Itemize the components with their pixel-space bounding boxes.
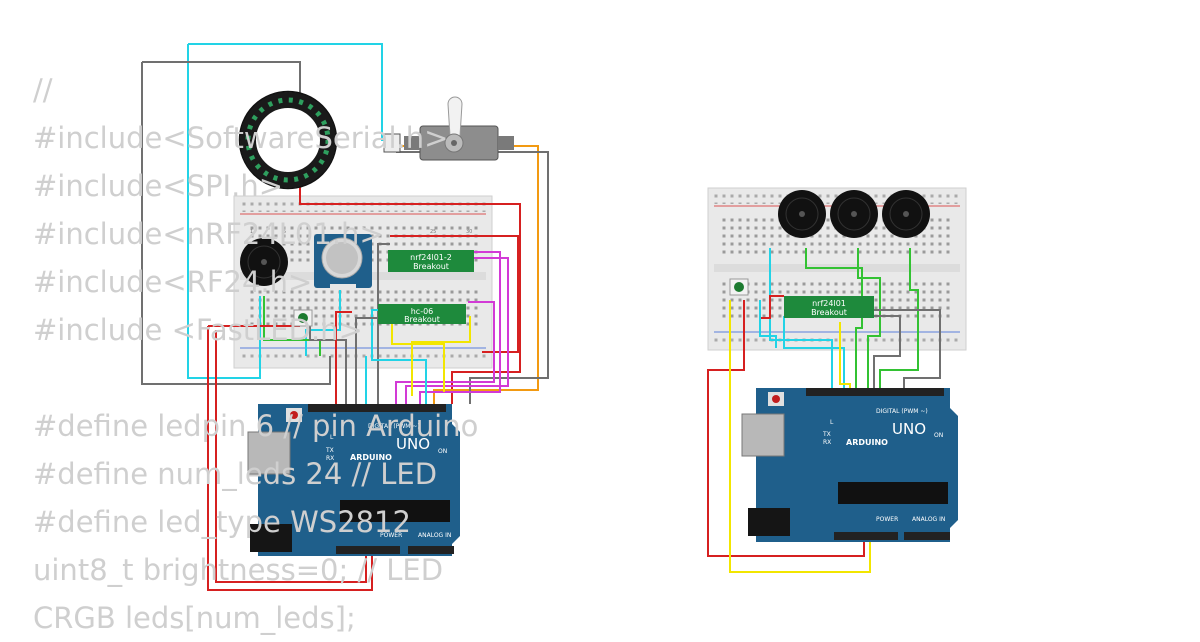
left-circuit: 1 5 25 30 bbox=[141, 43, 549, 591]
wire-yellow-2 bbox=[411, 316, 471, 396]
wire-cyan-r3 bbox=[759, 300, 777, 348]
nrf24l01-2-label-2: Breakout bbox=[413, 262, 449, 271]
wire-gray-r1 bbox=[872, 309, 941, 396]
power-label: POWER bbox=[380, 532, 402, 539]
rx-label: RX bbox=[326, 455, 334, 462]
nrf24l01-label-2: Breakout bbox=[811, 308, 847, 317]
wire-red-ring bbox=[299, 180, 521, 404]
hc06-label: hc-06 bbox=[411, 307, 434, 316]
right-circuit: nrf24l01 Breakout DIGITAL (PWM ~) UNO AR… bbox=[707, 187, 967, 573]
arduino-uno-left: DIGITAL (PWM ~) UNO ARDUINO POWER ANALOG… bbox=[247, 404, 460, 556]
wire-gray-left bbox=[141, 62, 331, 385]
wire-gray-r2 bbox=[872, 315, 901, 396]
led-ring bbox=[238, 90, 338, 190]
buzzer-right-3 bbox=[882, 190, 930, 238]
on-label: ON bbox=[438, 448, 447, 455]
uno-label: UNO bbox=[396, 435, 430, 453]
wire-green-buzzer bbox=[263, 296, 321, 356]
wire-cyan-pot bbox=[305, 256, 341, 356]
bb-col-5: 5 bbox=[283, 229, 286, 235]
push-button-right bbox=[729, 278, 749, 296]
analog-label: ANALOG IN bbox=[418, 532, 451, 539]
wires-right bbox=[707, 248, 941, 573]
wire-red-r2 bbox=[760, 295, 784, 319]
arduino-brand-label: ARDUINO bbox=[350, 453, 392, 462]
wire-magenta-3 bbox=[395, 301, 495, 404]
wire-gray-hc06 bbox=[355, 317, 380, 404]
wire-gray-button bbox=[309, 320, 347, 404]
l-label-r: L bbox=[830, 419, 834, 426]
wire-yellow-r bbox=[729, 300, 871, 573]
uno-label-r: UNO bbox=[892, 420, 926, 438]
wire-magenta-1 bbox=[419, 251, 501, 404]
push-button-left bbox=[293, 309, 313, 327]
wire-magenta-2 bbox=[405, 257, 509, 404]
wire-green-r2 bbox=[857, 248, 881, 396]
bb-col-25: 25 bbox=[430, 229, 436, 235]
arduino-uno-right: DIGITAL (PWM ~) UNO ARDUINO POWER ANALOG… bbox=[741, 388, 958, 542]
on-label-r: ON bbox=[934, 432, 943, 439]
nrf24l01-module-right: nrf24l01 Breakout bbox=[784, 296, 874, 318]
wire-cyan-r1 bbox=[769, 248, 833, 396]
digital-pwm-label: DIGITAL (PWM ~) bbox=[368, 423, 420, 430]
wire-cyan-hc06 bbox=[371, 309, 427, 404]
bb-col-30: 30 bbox=[466, 229, 472, 235]
wire-red-power bbox=[215, 330, 367, 583]
bb-col-1: 1 bbox=[250, 229, 253, 235]
nrf24l01-2-label: nrf24l01-2 bbox=[410, 253, 452, 262]
servo-motor bbox=[383, 96, 514, 161]
wire-cyan-left bbox=[187, 44, 261, 379]
power-label-r: POWER bbox=[876, 516, 898, 523]
hc06-module: hc-06 Breakout bbox=[378, 304, 466, 324]
wire-green-r3 bbox=[879, 248, 919, 396]
buzzer-right-2 bbox=[830, 190, 878, 238]
digital-pwm-label-r: DIGITAL (PWM ~) bbox=[876, 408, 928, 415]
wire-red-power-r bbox=[707, 300, 865, 557]
hc06-label-2: Breakout bbox=[404, 315, 440, 324]
buzzer-right-1 bbox=[778, 190, 826, 238]
wire-gray-module1 bbox=[377, 243, 390, 404]
nrf24l01-label: nrf24l01 bbox=[812, 299, 846, 308]
wire-red-power-2 bbox=[207, 326, 373, 591]
arduino-brand-label-r: ARDUINO bbox=[846, 438, 888, 447]
rx-label-r: RX bbox=[823, 439, 831, 446]
buzzer-left bbox=[240, 238, 288, 286]
tx-label: TX bbox=[325, 447, 334, 454]
l-label: L bbox=[330, 434, 334, 441]
wire-cyan-r2 bbox=[783, 316, 845, 396]
wire-yellow-hc06 bbox=[391, 324, 445, 392]
wires-left bbox=[141, 43, 549, 591]
wire-red-button bbox=[335, 311, 352, 404]
tx-label-r: TX bbox=[822, 431, 831, 438]
analog-label-r: ANALOG IN bbox=[912, 516, 945, 523]
potentiometer bbox=[314, 234, 372, 290]
nrf24l01-2-module: nrf24l01-2 Breakout bbox=[388, 250, 474, 272]
